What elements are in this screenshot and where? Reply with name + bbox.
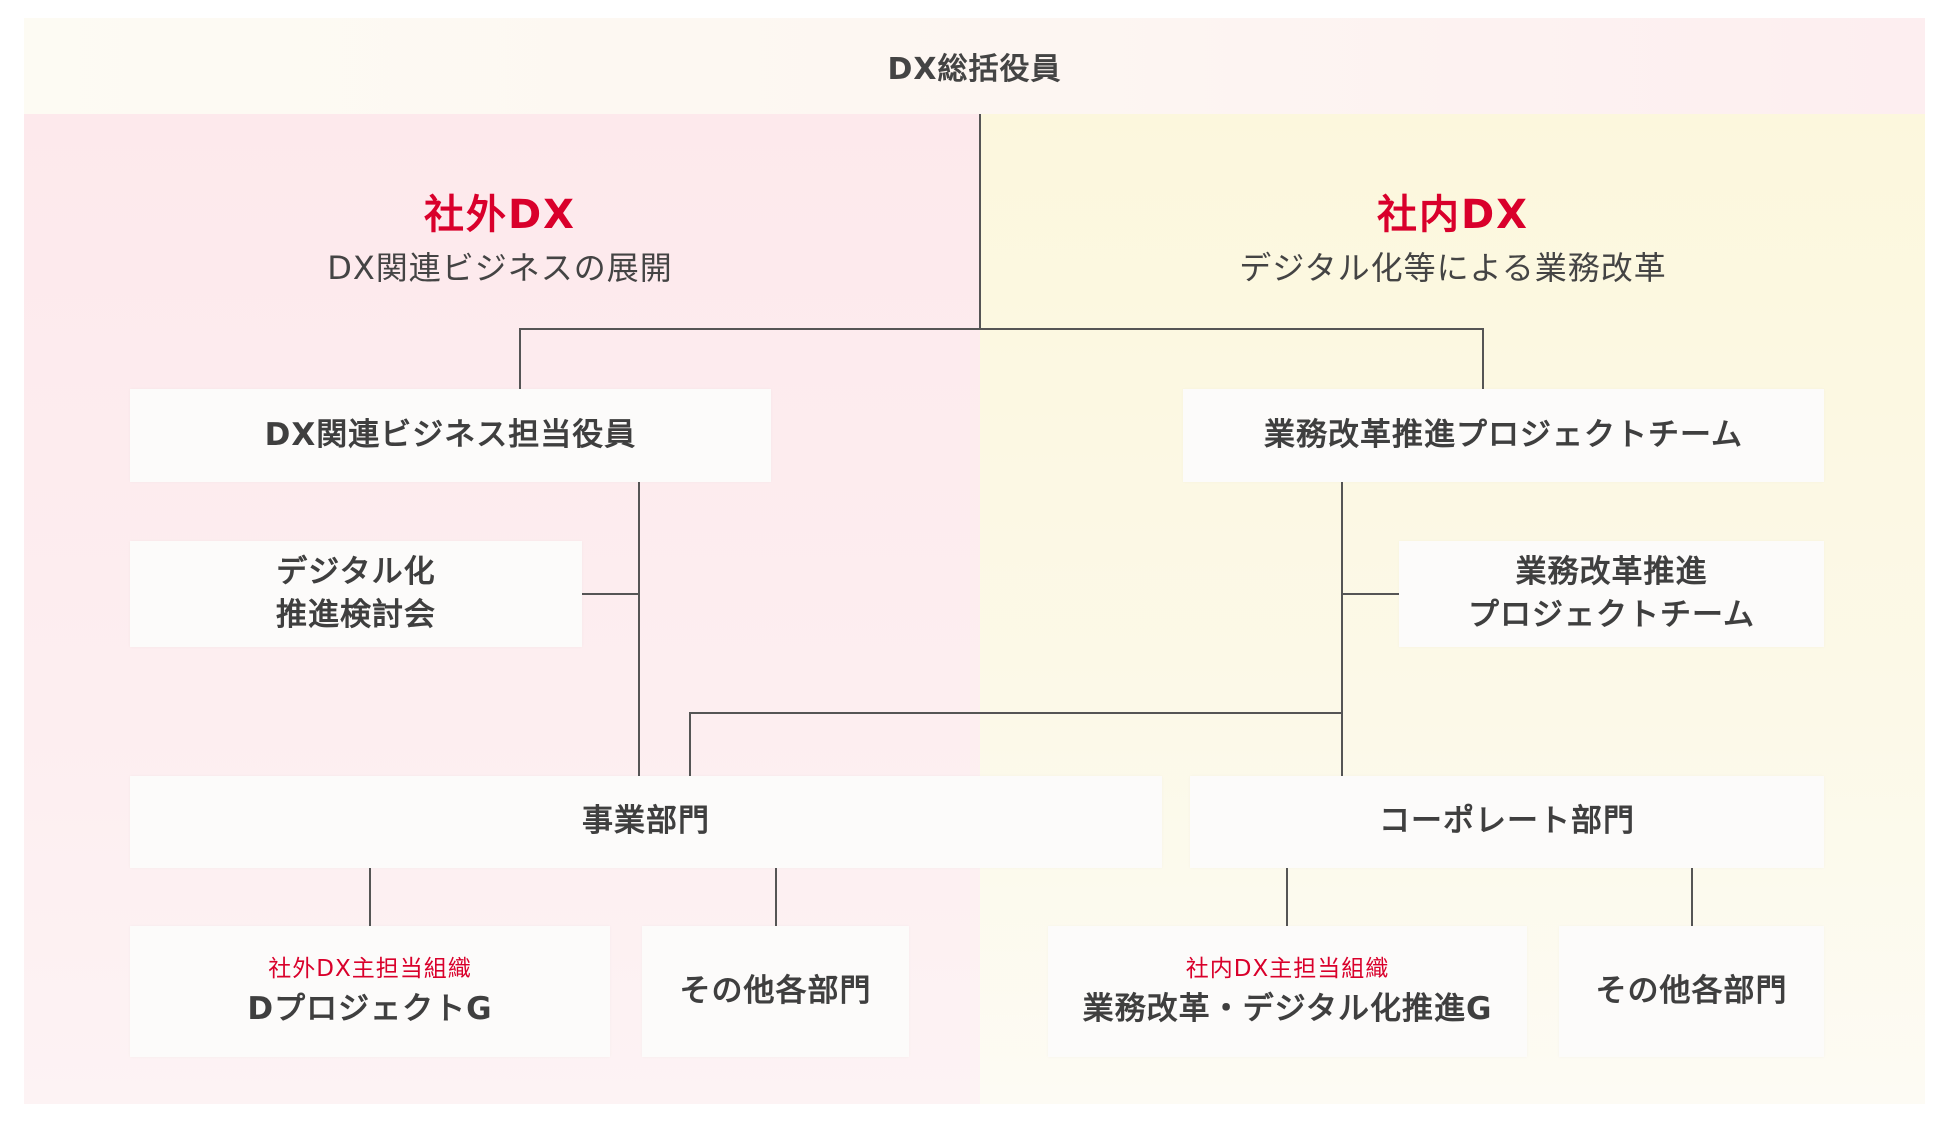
digitalization-committee-box: デジタル化 推進検討会: [130, 541, 582, 647]
left-other-depts-box: その他各部門: [642, 926, 909, 1057]
connector-left-trunk: [638, 482, 640, 776]
right-other-depts-box: その他各部門: [1559, 926, 1824, 1057]
business-dept-label: 事業部門: [582, 803, 710, 840]
reform-digital-group-label: 業務改革・デジタル化推進G: [1082, 991, 1493, 1028]
connector-to-reform-team-2: [1341, 593, 1399, 595]
connector-to-reform-group: [1286, 868, 1288, 926]
dx-executive-header: DX総括役員: [24, 18, 1925, 114]
corporate-dept-box: コーポレート部門: [1190, 776, 1824, 868]
internal-dx-subtitle: デジタル化等による業務改革: [1239, 249, 1667, 287]
dx-executive-label: DX総括役員: [887, 52, 1062, 87]
reform-digital-group-box: 社内DX主担当組織 業務改革・デジタル化推進G: [1048, 926, 1527, 1057]
connector-to-reform-team: [1482, 328, 1484, 390]
internal-dx-title: 社内DX: [1376, 192, 1530, 238]
committee-line-1: デジタル化: [276, 553, 436, 590]
connector-to-left-other: [775, 868, 777, 926]
team2-line-2: プロジェクトチーム: [1467, 597, 1756, 633]
d-project-group-box: 社外DX主担当組織 DプロジェクトG: [130, 926, 610, 1057]
connector-to-dx-business-exec: [519, 328, 521, 390]
business-dept-box: 事業部門: [130, 776, 1162, 868]
reform-project-team-label: 業務改革推進プロジェクトチーム: [1263, 416, 1744, 453]
connector-top-trunk: [979, 114, 981, 329]
external-dx-title: 社外DX: [423, 192, 577, 238]
dx-business-exec-label: DX関連ビジネス担当役員: [264, 416, 637, 453]
corporate-dept-label: コーポレート部門: [1379, 803, 1635, 840]
committee-line-2: 推進検討会: [276, 597, 436, 633]
connector-to-right-other: [1691, 868, 1693, 926]
team2-line-1: 業務改革推進: [1515, 553, 1708, 590]
connector-top-split: [519, 328, 1483, 330]
connector-to-committee: [582, 593, 639, 595]
d-project-group-label: DプロジェクトG: [247, 991, 493, 1028]
connector-right-trunk: [1341, 482, 1343, 776]
right-other-depts-label: その他各部門: [1595, 972, 1788, 1009]
left-other-depts-label: その他各部門: [679, 972, 872, 1009]
reform-project-team-box: 業務改革推進プロジェクトチーム: [1183, 389, 1824, 482]
reform-project-team-2-box: 業務改革推進 プロジェクトチーム: [1399, 541, 1824, 647]
external-dx-unit-tag: 社外DX主担当組織: [268, 956, 472, 983]
external-dx-subtitle: DX関連ビジネスの展開: [327, 249, 673, 287]
dx-business-exec-box: DX関連ビジネス担当役員: [130, 389, 771, 482]
connector-right-to-business-dept: [689, 712, 1342, 714]
connector-drop-business-dept: [689, 712, 691, 776]
connector-to-d-project: [369, 868, 371, 926]
internal-dx-unit-tag: 社内DX主担当組織: [1185, 956, 1390, 983]
